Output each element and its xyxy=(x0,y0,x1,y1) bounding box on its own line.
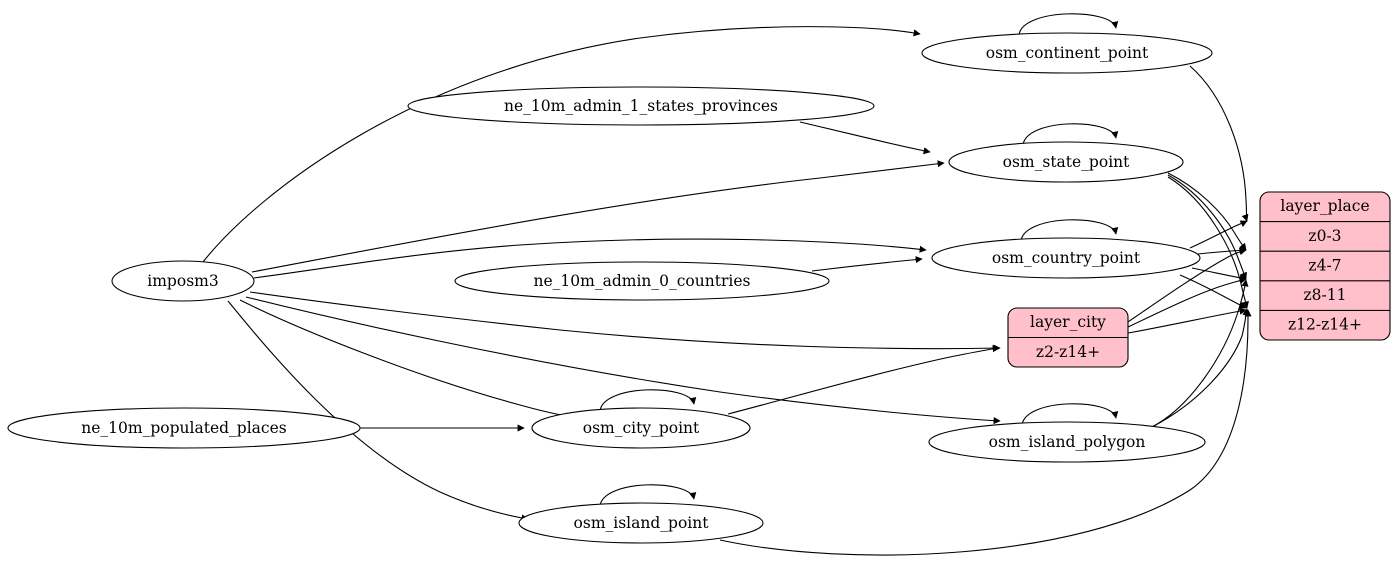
edge-ne-countries-osm-country-point xyxy=(811,256,923,272)
record-layer-place[interactable]: layer_place z0-3 z4-7 z8-11 z12-z14+ xyxy=(1259,191,1391,341)
edge-imposm3-osm-country-point xyxy=(253,238,927,279)
record-row-layer-place-z4-7: z4-7 xyxy=(1308,256,1341,274)
edge-imposm3-layer-city xyxy=(249,291,1001,352)
node-ne-10m-admin-1-states-provinces[interactable]: ne_10m_admin_1_states_provinces xyxy=(407,86,875,126)
edge-osm-continent-point-layer-place-z0-3 xyxy=(1189,65,1249,222)
edge-imposm3-osm-island-point xyxy=(227,300,529,522)
edge-layer-city-layer-place-z8-11 xyxy=(1127,277,1247,328)
node-label-osm-country-point: osm_country_point xyxy=(992,249,1141,267)
edge-imposm3-osm-city-point xyxy=(239,299,573,420)
edge-layer-city-layer-place-z12-z14 xyxy=(1127,307,1247,334)
node-label-osm-city-point: osm_city_point xyxy=(583,419,700,437)
edge-imposm3-osm-continent-point xyxy=(202,26,921,263)
node-ne-10m-admin-0-countries[interactable]: ne_10m_admin_0_countries xyxy=(454,261,830,301)
node-label-ne-places: ne_10m_populated_places xyxy=(81,419,286,437)
edge-imposm3-osm-state-point xyxy=(251,160,945,273)
node-osm-island-point[interactable]: osm_island_point xyxy=(518,502,764,544)
record-row-layer-city-z2-z14: z2-z14+ xyxy=(1036,343,1100,361)
edge-osm-island-polygon-layer-place-z12-z14 xyxy=(1151,308,1250,428)
node-osm-city-point[interactable]: osm_city_point xyxy=(531,407,751,449)
edge-layer-city-layer-place-z4-7 xyxy=(1127,248,1247,323)
record-row-layer-place-z0-3: z0-3 xyxy=(1308,227,1341,245)
nodes-layer: imposm3 ne_10m_admin_1_states_provinces … xyxy=(7,32,1213,544)
edge-imposm3-osm-island-polygon xyxy=(245,296,1001,425)
edge-osm-island-polygon-self xyxy=(1021,403,1119,426)
edge-osm-country-point-layer-place-z12-z14 xyxy=(1179,274,1247,309)
edge-osm-continent-point-self xyxy=(1018,13,1119,36)
edge-osm-island-point-layer-place-z12-z14 xyxy=(719,309,1252,556)
edge-osm-country-point-layer-place-z0-3 xyxy=(1189,220,1248,249)
record-row-layer-place-z12-z14: z12-z14+ xyxy=(1288,316,1362,334)
node-osm-continent-point[interactable]: osm_continent_point xyxy=(921,32,1213,74)
edge-ne-states-osm-state-point xyxy=(799,121,931,155)
node-osm-island-polygon[interactable]: osm_island_polygon xyxy=(928,421,1206,463)
node-label-ne-states: ne_10m_admin_1_states_provinces xyxy=(504,97,778,115)
edge-osm-state-point-layer-place-z4-7 xyxy=(1167,172,1247,251)
node-osm-state-point[interactable]: osm_state_point xyxy=(948,141,1184,183)
node-label-osm-island-point: osm_island_point xyxy=(574,514,710,532)
record-row-layer-place-z8-11: z8-11 xyxy=(1304,286,1347,304)
records-layer: layer_city z2-z14+ layer_place z0-3 z4-7… xyxy=(1007,191,1391,368)
edge-osm-island-point-self xyxy=(599,484,697,507)
record-row-layer-place-header: layer_place xyxy=(1280,197,1369,215)
record-row-layer-city-header: layer_city xyxy=(1030,313,1106,331)
node-label-osm-continent-point: osm_continent_point xyxy=(986,44,1149,62)
edge-osm-city-point-self xyxy=(599,389,697,412)
node-ne-10m-populated-places[interactable]: ne_10m_populated_places xyxy=(7,407,361,449)
edge-osm-island-polygon-layer-place-z8-11 xyxy=(1149,279,1249,429)
node-imposm3[interactable]: imposm3 xyxy=(111,260,255,302)
edge-osm-state-point-self xyxy=(1022,123,1119,146)
edge-osm-city-point-layer-city xyxy=(727,345,1000,415)
node-osm-country-point[interactable]: osm_country_point xyxy=(931,237,1201,279)
node-label-ne-countries: ne_10m_admin_0_countries xyxy=(534,272,751,290)
node-label-osm-island-polygon: osm_island_polygon xyxy=(989,433,1146,451)
edge-osm-country-point-self xyxy=(1020,219,1119,242)
edges-layer xyxy=(202,13,1252,556)
record-layer-city[interactable]: layer_city z2-z14+ xyxy=(1007,307,1129,368)
edge-osm-state-point-layer-place-z8-11 xyxy=(1167,174,1247,280)
node-label-osm-state-point: osm_state_point xyxy=(1003,153,1131,171)
node-label-imposm3: imposm3 xyxy=(147,272,218,290)
